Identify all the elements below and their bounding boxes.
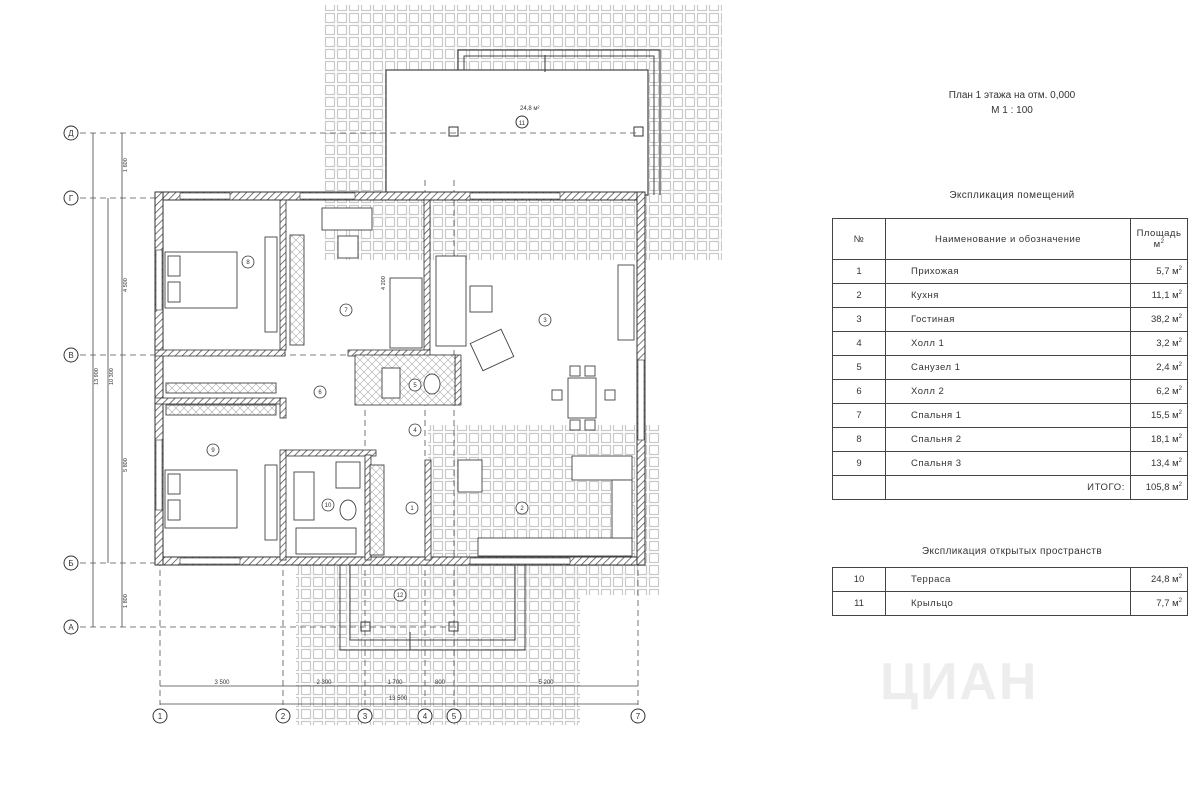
dim-left-mid: 10 300 xyxy=(109,368,115,385)
dim-left-overall: 13 900 xyxy=(94,368,100,385)
dim-bottom-2: 1 700 xyxy=(387,680,403,686)
axis-bubbles-horizontal: Д Г В Б А xyxy=(63,125,79,635)
dim-left-0: 1 600 xyxy=(123,158,129,172)
porch-area-label: 24,8 м² xyxy=(520,106,539,112)
svg-text:2: 2 xyxy=(520,506,524,512)
svg-text:8: 8 xyxy=(246,260,250,266)
plan-title-block: План 1 этажа на отм. 0,000 М 1 : 100 xyxy=(832,88,1192,118)
svg-text:10: 10 xyxy=(325,503,332,509)
dim-bottom-overall: 13 500 xyxy=(389,696,408,702)
dim-bottom-1: 2 300 xyxy=(316,680,332,686)
furniture xyxy=(164,207,635,557)
axis-label-4: 4 xyxy=(423,712,428,721)
total-label: ИТОГО: xyxy=(885,475,1131,500)
svg-text:9: 9 xyxy=(211,448,215,454)
interior-walls xyxy=(154,199,462,561)
porch-paving xyxy=(296,560,580,725)
svg-text:4: 4 xyxy=(413,428,417,434)
axis-label-D: Д xyxy=(68,129,74,138)
header-name: Наименование и обозначение xyxy=(885,218,1131,260)
svg-text:12: 12 xyxy=(397,593,404,599)
dim-interior: 4 200 xyxy=(381,276,387,290)
svg-text:1: 1 xyxy=(410,506,414,512)
svg-text:7: 7 xyxy=(344,308,348,314)
plan-scale: М 1 : 100 xyxy=(991,105,1033,116)
dim-left-1: 4 500 xyxy=(123,278,129,292)
floor-plan-drawing: 24,8 м² 11 xyxy=(63,5,722,725)
watermark: ЦИАН xyxy=(880,653,1039,711)
axis-label-3: 3 xyxy=(363,712,368,721)
svg-text:11: 11 xyxy=(519,121,526,127)
axis-label-G: Г xyxy=(69,194,74,203)
rooms-table-title: Экспликация помещений xyxy=(949,190,1075,201)
axis-label-7: 7 xyxy=(636,712,641,721)
dim-bottom-4: 5 200 xyxy=(538,680,554,686)
svg-text:3: 3 xyxy=(543,318,547,324)
axis-label-1: 1 xyxy=(158,712,163,721)
plan-title: План 1 этажа на отм. 0,000 xyxy=(948,90,1076,101)
total-row: ИТОГО:105,8 м2 xyxy=(832,475,1188,500)
open-table-title: Экспликация открытых пространств xyxy=(921,546,1103,557)
left-dimensions xyxy=(92,133,123,627)
dim-left-2: 5 800 xyxy=(123,458,129,472)
building-walls xyxy=(154,191,646,566)
room-markers xyxy=(206,255,552,602)
dim-bottom-3: 800 xyxy=(435,680,446,686)
axis-label-A: А xyxy=(68,623,74,632)
axis-label-5: 5 xyxy=(452,712,457,721)
axis-label-V: В xyxy=(68,351,73,360)
axis-bubbles-vertical: 1 2 3 4 5 7 xyxy=(152,708,646,724)
axis-label-2: 2 xyxy=(281,712,286,721)
header-num: № xyxy=(832,218,886,260)
svg-text:6: 6 xyxy=(318,390,322,396)
porch-12 xyxy=(339,565,526,651)
total-value: 105,8 м xyxy=(1145,482,1179,494)
axis-label-B: Б xyxy=(68,559,73,568)
svg-text:5: 5 xyxy=(413,383,417,389)
dim-bottom-0: 3 500 xyxy=(214,680,230,686)
bottom-dimensions xyxy=(160,685,638,705)
terrace-11: 24,8 м² 11 xyxy=(385,49,661,196)
dim-left-3: 1 800 xyxy=(123,594,129,608)
